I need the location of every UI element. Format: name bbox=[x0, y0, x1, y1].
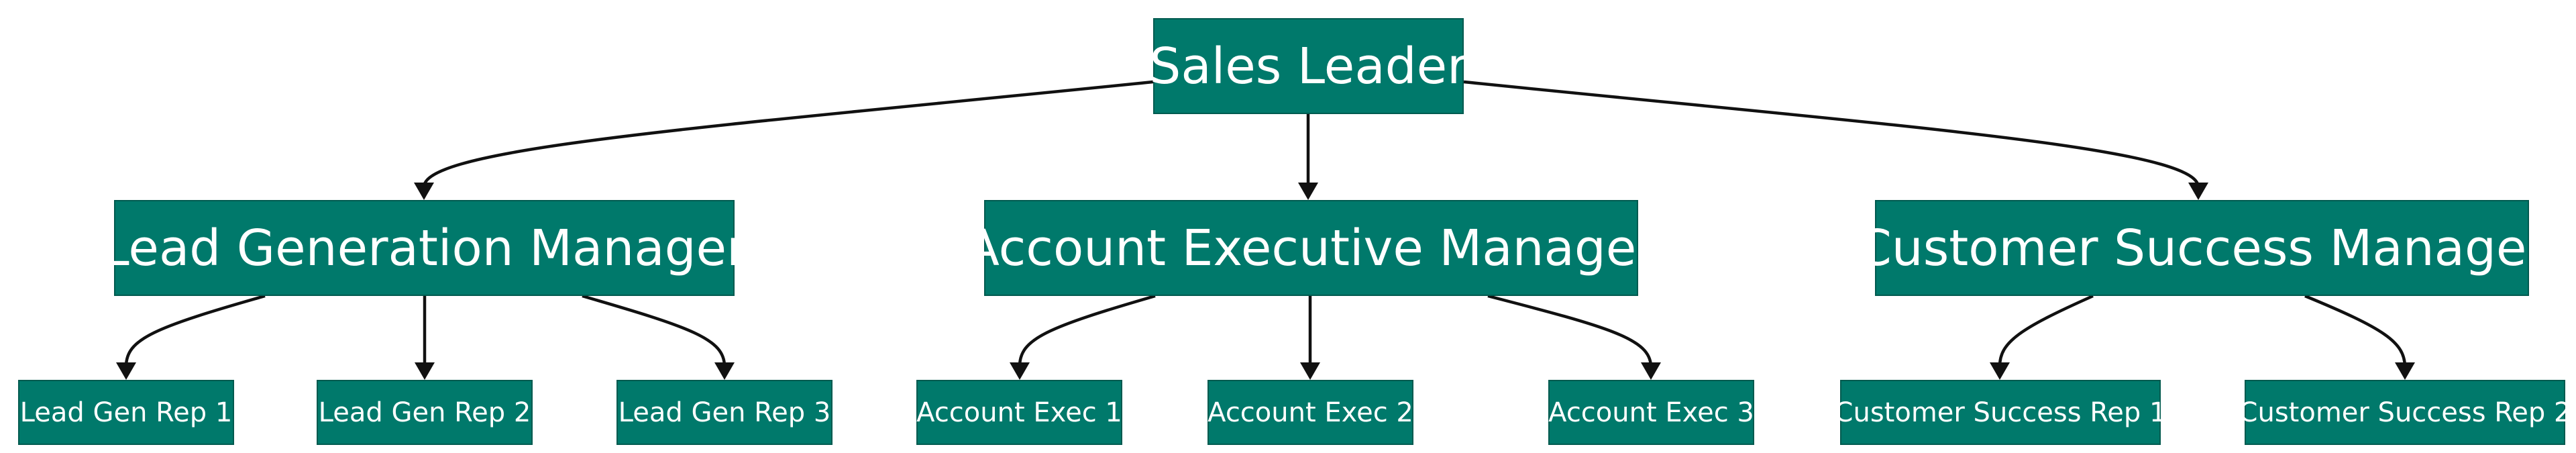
node-label: Lead Gen Rep 2 bbox=[318, 397, 531, 428]
node-sales-leader: Sales Leader bbox=[1149, 18, 1468, 114]
edge-customer-success-manager-to-customer-success-rep-1 bbox=[1998, 294, 2094, 367]
edge-lead-generation-manager-to-lead-gen-rep-3 bbox=[582, 294, 727, 367]
node-label: Account Exec 1 bbox=[916, 397, 1122, 428]
edge-lead-generation-manager-to-lead-gen-rep-1 bbox=[124, 294, 266, 367]
node-customer-success-manager: Customer Success Manager bbox=[1857, 200, 2547, 296]
node-lead-gen-rep-3: Lead Gen Rep 3 bbox=[616, 380, 833, 445]
node-account-exec-1: Account Exec 1 bbox=[916, 380, 1122, 445]
arrowhead-customer-success-rep-2 bbox=[2395, 362, 2415, 380]
arrowhead-account-exec-1 bbox=[1010, 362, 1030, 380]
node-customer-success-rep-1: Customer Success Rep 1 bbox=[1835, 380, 2166, 445]
arrowhead-customer-success-rep-1 bbox=[1990, 362, 2010, 380]
edge-account-executive-manager-to-account-exec-3 bbox=[1487, 294, 1653, 367]
edge-account-executive-manager-to-account-exec-1 bbox=[1018, 294, 1156, 367]
arrowhead-lead-generation-manager bbox=[414, 183, 434, 200]
arrowhead-lead-gen-rep-2 bbox=[415, 362, 435, 380]
node-label: Lead Gen Rep 3 bbox=[618, 397, 831, 428]
node-label: Account Exec 3 bbox=[1548, 397, 1754, 428]
node-lead-generation-manager: Lead Generation Manager bbox=[102, 200, 747, 296]
arrowhead-lead-gen-rep-1 bbox=[116, 362, 136, 380]
node-label: Account Exec 2 bbox=[1208, 397, 1413, 428]
node-account-exec-2: Account Exec 2 bbox=[1208, 380, 1413, 445]
edge-customer-success-manager-to-customer-success-rep-2 bbox=[2304, 294, 2407, 367]
arrowhead-lead-gen-rep-3 bbox=[714, 362, 735, 380]
edge-sales-leader-to-customer-success-manager bbox=[1463, 80, 2200, 187]
arrowhead-account-executive-manager bbox=[1298, 183, 1318, 200]
node-label: Lead Gen Rep 1 bbox=[19, 397, 233, 428]
arrowhead-customer-success-manager bbox=[2188, 183, 2208, 200]
node-lead-gen-rep-2: Lead Gen Rep 2 bbox=[317, 380, 533, 445]
node-label: Customer Success Manager bbox=[1857, 219, 2547, 277]
node-account-exec-3: Account Exec 3 bbox=[1548, 380, 1754, 445]
node-customer-success-rep-2: Customer Success Rep 2 bbox=[2239, 380, 2571, 445]
node-label: Customer Success Rep 1 bbox=[1834, 397, 2167, 428]
node-label: Lead Generation Manager bbox=[101, 219, 747, 277]
node-label: Customer Success Rep 2 bbox=[2239, 397, 2571, 428]
arrowhead-account-exec-3 bbox=[1641, 362, 1661, 380]
arrowhead-account-exec-2 bbox=[1300, 362, 1320, 380]
node-account-executive-manager: Account Executive Manager bbox=[965, 200, 1657, 296]
node-lead-gen-rep-1: Lead Gen Rep 1 bbox=[18, 380, 234, 445]
node-label: Account Executive Manager bbox=[965, 219, 1657, 277]
edge-sales-leader-to-lead-generation-manager bbox=[422, 80, 1154, 187]
node-label: Sales Leader bbox=[1149, 37, 1468, 95]
